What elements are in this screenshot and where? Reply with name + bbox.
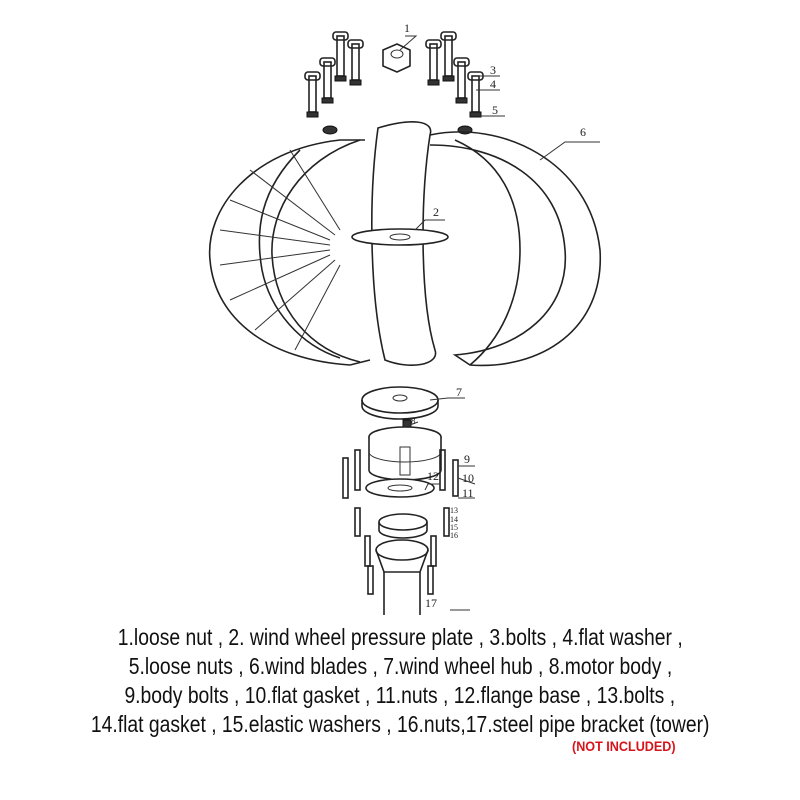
leader-lines [399,35,600,611]
callout-labels: 1 2 3 4 5 6 7 8 9 10 11 12 13 14 15 16 1… [404,21,586,610]
callout-8: 8 [411,416,416,426]
callout-3: 3 [490,63,496,77]
callout-9: 9 [464,452,470,466]
callout-10: 10 [462,471,474,485]
wind-blades [208,121,601,367]
legend-text: 9.body bolts , 10.flat gasket , 11.nuts … [124,682,676,708]
callout-11: 11 [462,486,474,500]
callout-7: 7 [456,385,462,399]
callout-1: 1 [404,21,410,35]
callout-14: 14 [450,515,458,524]
wind-wheel-hub [361,386,439,414]
motor-body [368,426,442,481]
legend-text: 14.flat gasket , 15.elastic washers , 16… [90,711,710,737]
callout-6: 6 [580,125,586,139]
legend-line-2: 5.loose nuts , 6.wind blades , 7.wind wh… [0,653,800,680]
callout-12: 12 [427,469,439,483]
exploded-view-diagram: 1 2 3 4 5 6 7 8 9 10 11 12 13 14 15 16 1… [208,21,601,615]
callout-17: 17 [425,596,437,610]
callout-4: 4 [490,77,496,91]
flange-base [365,478,435,498]
callout-2: 2 [433,205,439,219]
legend-text: 1.loose nut , 2. wind wheel pressure pla… [117,624,683,650]
callout-16: 16 [450,531,458,540]
legend-text: 5.loose nuts , 6.wind blades , 7.wind wh… [128,653,672,679]
callout-5: 5 [492,103,498,117]
legend-line-4: 14.flat gasket , 15.elastic washers , 16… [0,711,800,738]
legend-line-1: 1.loose nut , 2. wind wheel pressure pla… [0,624,800,651]
lower-assembly [342,386,459,615]
top-bolts [304,31,484,135]
callout-15: 15 [450,523,458,532]
legend-line-3: 9.body bolts , 10.flat gasket , 11.nuts … [0,682,800,709]
callout-13: 13 [450,506,458,515]
not-included-note: (NOT INCLUDED) [572,738,676,754]
